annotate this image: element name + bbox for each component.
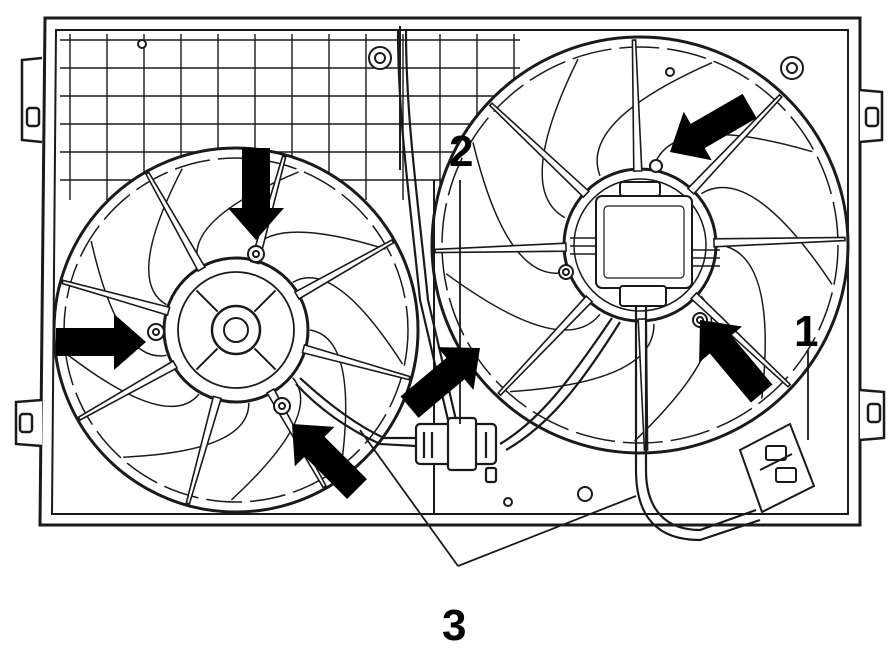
fan-left-hub-spokes xyxy=(195,289,277,371)
fan-blade xyxy=(123,402,250,458)
fan-blade xyxy=(596,62,713,176)
fan-strut xyxy=(713,236,846,248)
fan-blade xyxy=(292,277,404,365)
fan-strut xyxy=(689,291,792,388)
hub-spoke xyxy=(195,347,219,371)
fan-blade xyxy=(541,58,579,219)
leader-line-3b xyxy=(457,495,637,567)
mounting-tab-left-top xyxy=(20,56,43,144)
bolt-icon xyxy=(577,486,593,502)
bolt-icon xyxy=(503,497,513,507)
bolt-icon xyxy=(649,159,663,173)
callout-3: 3 xyxy=(442,601,466,650)
fan-strut xyxy=(497,294,594,397)
fan-blade xyxy=(148,168,183,306)
fan-right-struts xyxy=(434,39,846,451)
bolt-icon xyxy=(247,245,265,263)
callout-2: 2 xyxy=(449,127,473,176)
fan-blade xyxy=(67,354,200,408)
shroud-frame xyxy=(38,16,862,527)
callout-1: 1 xyxy=(794,307,818,356)
hub-spoke xyxy=(195,289,219,313)
bolt-icon xyxy=(558,264,574,280)
hub-spoke xyxy=(253,289,277,313)
bolt-icon xyxy=(780,56,804,80)
fan-strut xyxy=(631,39,643,172)
arrow-icon xyxy=(228,148,284,240)
fan-strut xyxy=(61,279,171,317)
arrow-icon xyxy=(400,347,480,418)
fan-blade xyxy=(445,273,601,331)
fan-strut xyxy=(185,395,223,505)
arrow-icon xyxy=(292,424,367,499)
connector-icon xyxy=(414,416,498,484)
bolt-icon xyxy=(273,397,291,415)
fan-blade xyxy=(309,329,347,464)
hub-spoke xyxy=(253,347,277,371)
bolts xyxy=(137,39,804,507)
fan-strut xyxy=(434,242,567,254)
fan-strut xyxy=(77,359,179,422)
bolt-icon xyxy=(368,46,392,70)
leader-line-3a xyxy=(359,429,459,567)
fan-blade xyxy=(700,186,833,285)
fan-right-motor-controller xyxy=(570,181,720,307)
arrow-icon xyxy=(56,314,146,370)
arrow-icon xyxy=(699,320,773,403)
fan-strut xyxy=(144,171,207,273)
bolt-icon xyxy=(137,39,147,49)
fan-strut xyxy=(301,343,411,381)
wiring-harness xyxy=(295,29,761,542)
mounting-tab-right-top xyxy=(859,88,884,144)
fan-blade xyxy=(509,323,655,393)
arrows xyxy=(56,93,773,499)
series-resistor-block xyxy=(738,422,816,514)
fan-strut xyxy=(488,102,591,199)
mounting-tab-right-bottom xyxy=(859,388,886,442)
leader-lines xyxy=(359,180,809,567)
mounting-tab-left-bottom xyxy=(14,398,43,448)
fan-strut xyxy=(293,238,395,301)
fan-strut xyxy=(686,93,783,196)
bolt-icon xyxy=(665,67,675,77)
bolt-icon xyxy=(147,323,165,341)
arrow-icon xyxy=(670,93,757,161)
